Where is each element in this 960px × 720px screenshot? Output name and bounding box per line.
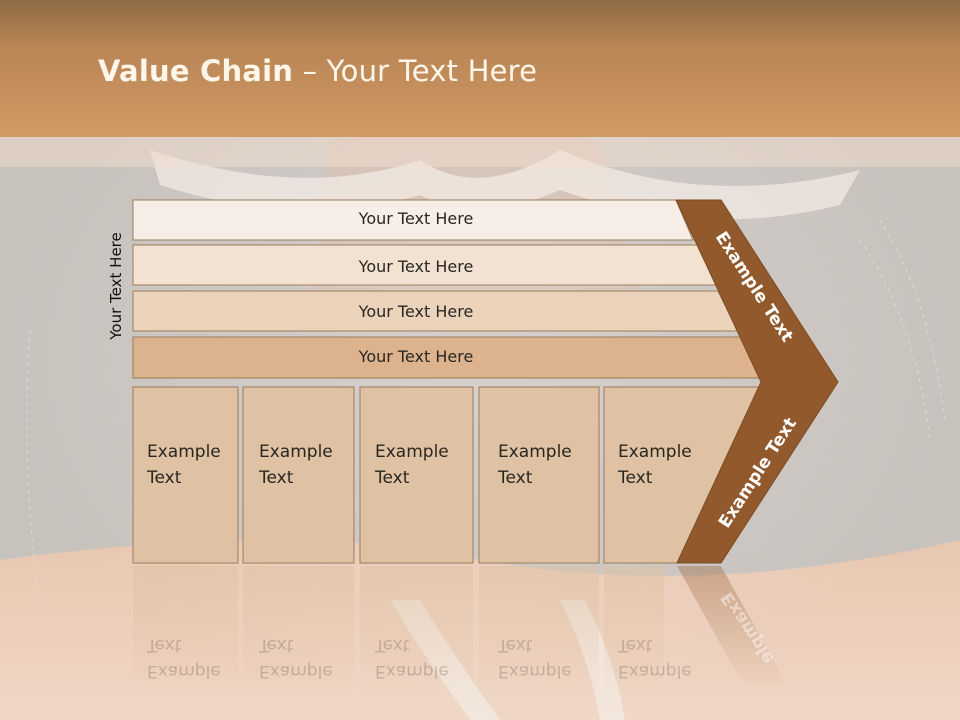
cell-box-2 xyxy=(242,386,355,564)
cell-text-3-line1: Example xyxy=(375,442,449,462)
cell-text-1-line2: Text xyxy=(147,468,182,488)
cell-reflection-4: Example Text xyxy=(498,632,572,684)
row-label-1: Your Text Here xyxy=(358,209,474,228)
row-bar-1 xyxy=(132,199,694,241)
cell-reflection-1-line1: Example xyxy=(147,661,221,681)
cell-text-2-line2: Text xyxy=(259,468,294,488)
cell-reflection-3: Example Text xyxy=(375,632,449,684)
row-label-4: Your Text Here xyxy=(358,347,474,366)
chevron-arrow xyxy=(675,199,839,564)
cell-text-1-line1: Example xyxy=(147,442,221,462)
cell-text-4-line2: Text xyxy=(498,468,533,488)
cell-reflection-5-line1: Example xyxy=(618,661,692,681)
cell-box-1 xyxy=(132,386,239,564)
cell-box-4 xyxy=(478,386,600,564)
cell-reflection-1: Example Text xyxy=(147,632,221,684)
row-label-2: Your Text Here xyxy=(358,257,474,276)
title-bar: Value Chain – Your Text Here xyxy=(0,0,960,137)
cell-text-3-line2: Text xyxy=(375,468,410,488)
cell-text-5-line1: Example xyxy=(618,442,692,462)
cell-text-4-line1: Example xyxy=(498,442,572,462)
cell-reflection-2: Example Text xyxy=(259,632,333,684)
cell-reflection-1-line2: Text xyxy=(147,635,182,655)
cell-reflection-2-line1: Example xyxy=(259,661,333,681)
cell-reflection-4-line2: Text xyxy=(498,635,533,655)
cell-reflection-4-line1: Example xyxy=(498,661,572,681)
cell-text-2-line1: Example xyxy=(259,442,333,462)
slide-title: Value Chain – Your Text Here xyxy=(98,54,537,88)
row-label-3: Your Text Here xyxy=(358,302,474,321)
cell-reflection-5: Example Text xyxy=(618,632,692,684)
cell-reflection-3-line1: Example xyxy=(375,661,449,681)
cell-reflection-2-line2: Text xyxy=(259,635,294,655)
title-bold: Value Chain xyxy=(98,54,294,88)
cell-box-3 xyxy=(359,386,474,564)
cell-reflection-5-line2: Text xyxy=(618,635,653,655)
cell-text-5-line2: Text xyxy=(618,468,653,488)
title-rest: – Your Text Here xyxy=(293,54,538,88)
cell-reflection-3-line2: Text xyxy=(375,635,410,655)
